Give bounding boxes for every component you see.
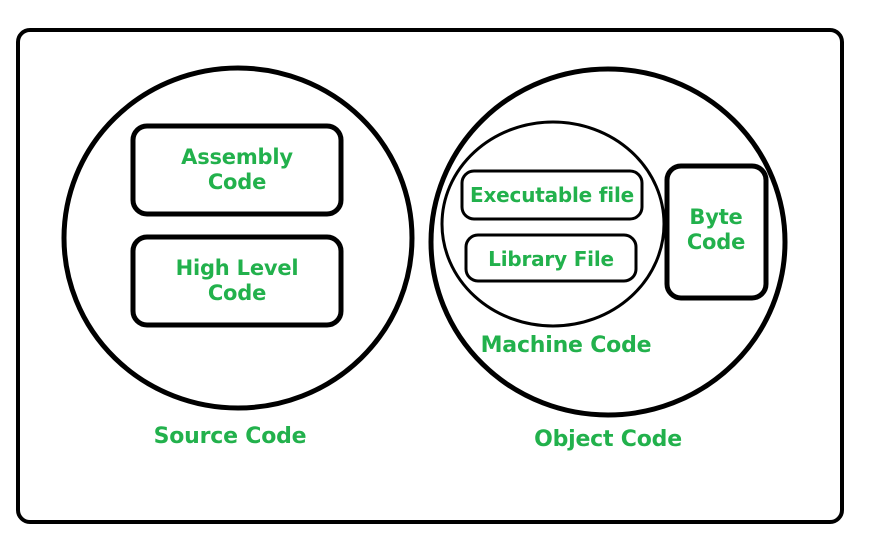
source-code-label: Source Code: [153, 424, 307, 450]
machine-code-circle: [440, 120, 666, 328]
object-code-label: Object Code: [534, 427, 682, 453]
high-level-code-label-line2: Code: [207, 281, 267, 305]
machine-code-label: Machine Code: [480, 333, 652, 359]
library-file-label: Library File: [488, 247, 614, 272]
library-file-box: [464, 233, 638, 283]
byte-code-box: [664, 163, 769, 301]
executable-file-label: Executable file: [470, 183, 634, 208]
byte-code-label-line2: Code: [686, 230, 746, 254]
assembly-code-box: [130, 123, 344, 217]
assembly-code-label: Assembly Code: [181, 145, 293, 195]
high-level-code-box: [130, 234, 344, 328]
byte-code-label-line1: Byte: [689, 205, 743, 230]
executable-file-box: [460, 169, 644, 221]
assembly-code-label-line1: Assembly: [181, 145, 293, 170]
outer-frame-rectangle: [16, 28, 844, 524]
high-level-code-label-line1: High Level: [175, 256, 299, 281]
source-code-circle: [61, 65, 415, 411]
byte-code-label: Byte Code: [686, 205, 746, 255]
high-level-code-label: High Level Code: [176, 256, 299, 306]
assembly-code-label-line2: Code: [207, 170, 267, 194]
object-code-circle: [428, 66, 788, 418]
